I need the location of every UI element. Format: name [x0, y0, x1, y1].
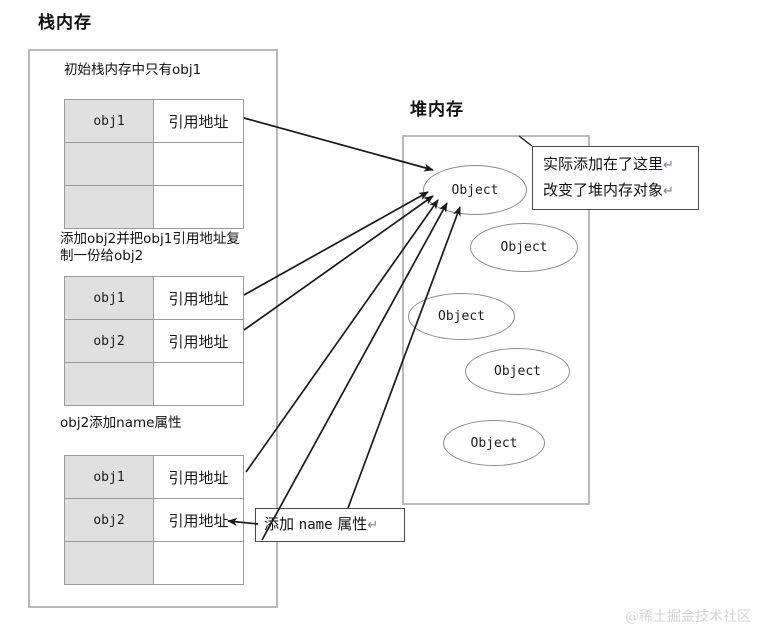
stack-cell-value — [153, 362, 244, 406]
callout-line-1: 实际添加在了这里↵ — [543, 155, 674, 173]
stack-caption-1: 初始栈内存中只有obj1 — [64, 62, 202, 78]
return-mark-icon: ↵ — [663, 158, 674, 173]
stack-table-3: obj1 引用地址 obj2 引用地址 — [64, 455, 244, 585]
table-row — [64, 541, 244, 585]
heap-object-label: Object — [470, 435, 518, 451]
table-row: obj2 引用地址 — [64, 498, 244, 542]
table-row — [64, 362, 244, 406]
table-row: obj1 引用地址 — [64, 99, 244, 143]
table-row: obj1 引用地址 — [64, 455, 244, 499]
heap-object-2: Object — [470, 223, 578, 272]
table-row: obj1 引用地址 — [64, 276, 244, 320]
stack-table-1: obj1 引用地址 — [64, 99, 244, 229]
stack-cell-value: 引用地址 — [153, 319, 244, 363]
callout-add-name: 添加 name 属性↵ — [255, 508, 405, 542]
stack-cell-value: 引用地址 — [153, 99, 244, 143]
heap-object-4: Object — [465, 348, 570, 395]
table-row: obj2 引用地址 — [64, 319, 244, 363]
stack-cell-key: obj1 — [64, 99, 154, 143]
table-row — [64, 142, 244, 186]
stack-cell-key: obj1 — [64, 276, 154, 320]
heap-object-label: Object — [438, 309, 485, 324]
stack-caption-3: obj2添加name属性 — [60, 415, 182, 431]
heap-object-label: Object — [500, 240, 548, 255]
return-mark-icon: ↵ — [663, 184, 674, 199]
stack-cell-key — [64, 142, 154, 186]
stack-cell-key: obj2 — [64, 319, 154, 363]
heap-memory-title: 堆内存 — [410, 100, 464, 120]
callout-add-name-text: 添加 name 属性↵ — [264, 515, 379, 533]
stack-caption-2: 添加obj2并把obj1引用地址复制一份给obj2 — [60, 231, 240, 264]
watermark: @稀土掘金技术社区 — [625, 609, 751, 625]
heap-object-label: Object — [451, 182, 499, 198]
code-token: name — [298, 517, 333, 533]
stack-cell-key — [64, 185, 154, 229]
table-row — [64, 185, 244, 229]
return-mark-icon: ↵ — [367, 518, 379, 533]
stack-cell-key — [64, 362, 154, 406]
heap-object-3: Object — [408, 293, 515, 340]
stack-cell-key: obj2 — [64, 498, 154, 542]
stack-cell-key — [64, 541, 154, 585]
stack-cell-value: 引用地址 — [153, 455, 244, 499]
stack-cell-value — [153, 142, 244, 186]
stack-cell-value — [153, 541, 244, 585]
stack-cell-value — [153, 185, 244, 229]
heap-object-1: Object — [423, 165, 527, 215]
stack-table-2: obj1 引用地址 obj2 引用地址 — [64, 276, 244, 406]
callout-heap-note: 实际添加在了这里↵ 改变了堆内存对象↵ — [532, 146, 699, 210]
heap-object-label: Object — [494, 364, 541, 379]
heap-object-5: Object — [443, 420, 545, 466]
callout-line-2: 改变了堆内存对象↵ — [543, 181, 674, 199]
stack-memory-title: 栈内存 — [38, 13, 92, 33]
stack-cell-value: 引用地址 — [153, 498, 244, 542]
stack-cell-key: obj1 — [64, 455, 154, 499]
stack-cell-value: 引用地址 — [153, 276, 244, 320]
